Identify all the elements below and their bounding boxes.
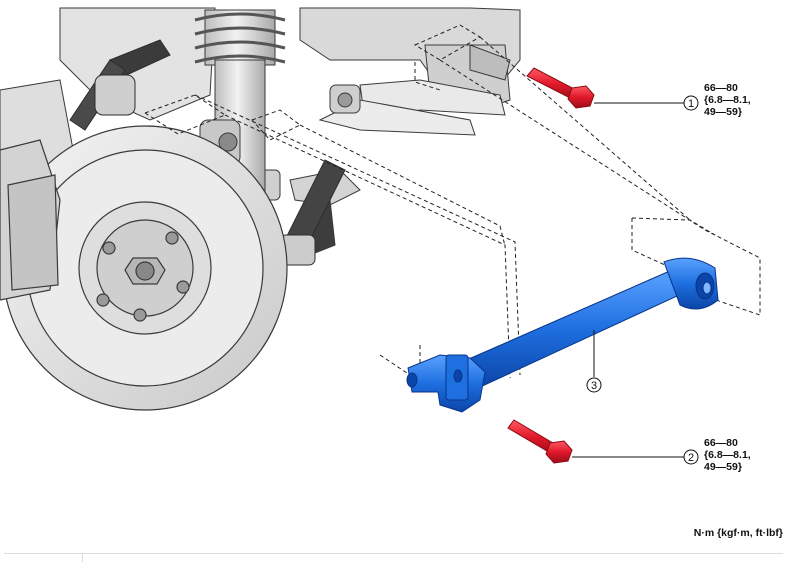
bolt-icon-1 — [526, 67, 595, 109]
torque-2-line-1: 66—80 — [704, 437, 738, 449]
torque-spec-2: 66—80 {6.8—8.1, 49—59} — [704, 437, 751, 473]
callout-1-number: 1 — [688, 98, 694, 110]
callout-2: 2 — [683, 449, 699, 465]
brake-disc — [0, 125, 288, 411]
callout-3: 3 — [586, 377, 602, 393]
torque-1-line-3: 49—59} — [704, 106, 742, 118]
lateral-link-arm — [406, 257, 719, 413]
bottom-divider-tick — [82, 553, 83, 562]
upper-arms — [69, 39, 346, 266]
bottom-divider — [4, 553, 783, 554]
torque-1-line-1: 66—80 — [704, 82, 738, 94]
torque-1-line-2: {6.8—8.1, — [704, 94, 751, 106]
torque-2-line-2: {6.8—8.1, — [704, 449, 751, 461]
callout-3-number: 3 — [591, 380, 597, 392]
bolt-icon-2 — [507, 419, 573, 464]
torque-2-line-3: 49—59} — [704, 461, 742, 473]
phantom-lines — [143, 24, 761, 387]
callout-1: 1 — [683, 95, 699, 111]
callout-2-number: 2 — [688, 452, 694, 464]
units-label: N·m {kgf·m, ft·lbf} — [693, 527, 783, 539]
torque-spec-1: 66—80 {6.8—8.1, 49—59} — [704, 82, 751, 118]
leader-lines — [572, 102, 684, 458]
